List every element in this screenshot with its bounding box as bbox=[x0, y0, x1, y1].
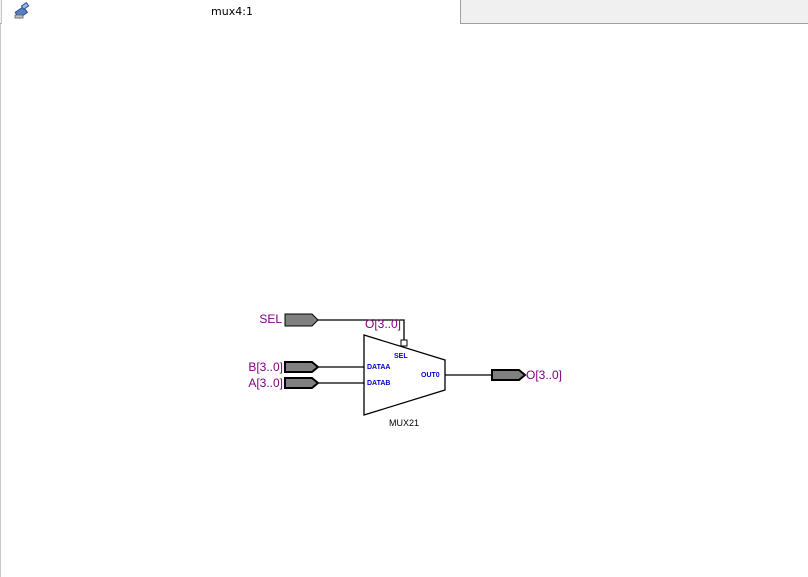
tab-title: mux4:1 bbox=[211, 5, 253, 18]
schematic-canvas[interactable] bbox=[0, 24, 808, 577]
o-pin-label: O[3..0] bbox=[526, 368, 562, 382]
b-pin-label: B[3..0] bbox=[248, 360, 283, 374]
tab-mux4-1[interactable]: mux4:1 bbox=[1, 0, 461, 24]
a-input-pin[interactable]: A[3..0] bbox=[248, 376, 320, 390]
mux-datab-port: DATAB bbox=[367, 380, 390, 387]
o-output-pin[interactable]: O[3..0] bbox=[491, 368, 562, 382]
sel-wire bbox=[318, 319, 405, 340]
sel-input-pin[interactable]: SEL bbox=[259, 312, 319, 327]
sel-pin-label: SEL bbox=[259, 312, 282, 326]
sel-net-label: O[3..0] bbox=[365, 317, 401, 331]
mux-instance-label: MUX21 bbox=[389, 418, 419, 428]
mux-out-port: OUT0 bbox=[421, 372, 440, 379]
tab-bar: mux4:1 bbox=[0, 0, 808, 24]
mux-dataa-port: DATAA bbox=[367, 364, 390, 371]
mux21-block[interactable]: SEL DATAA DATAB OUT0 MUX21 bbox=[363, 334, 446, 428]
mux-sel-port: SEL bbox=[394, 353, 408, 360]
sel-port-marker bbox=[400, 339, 408, 347]
schematic-icon bbox=[14, 2, 30, 19]
b-input-pin[interactable]: B[3..0] bbox=[248, 360, 320, 374]
a-pin-label: A[3..0] bbox=[248, 376, 283, 390]
